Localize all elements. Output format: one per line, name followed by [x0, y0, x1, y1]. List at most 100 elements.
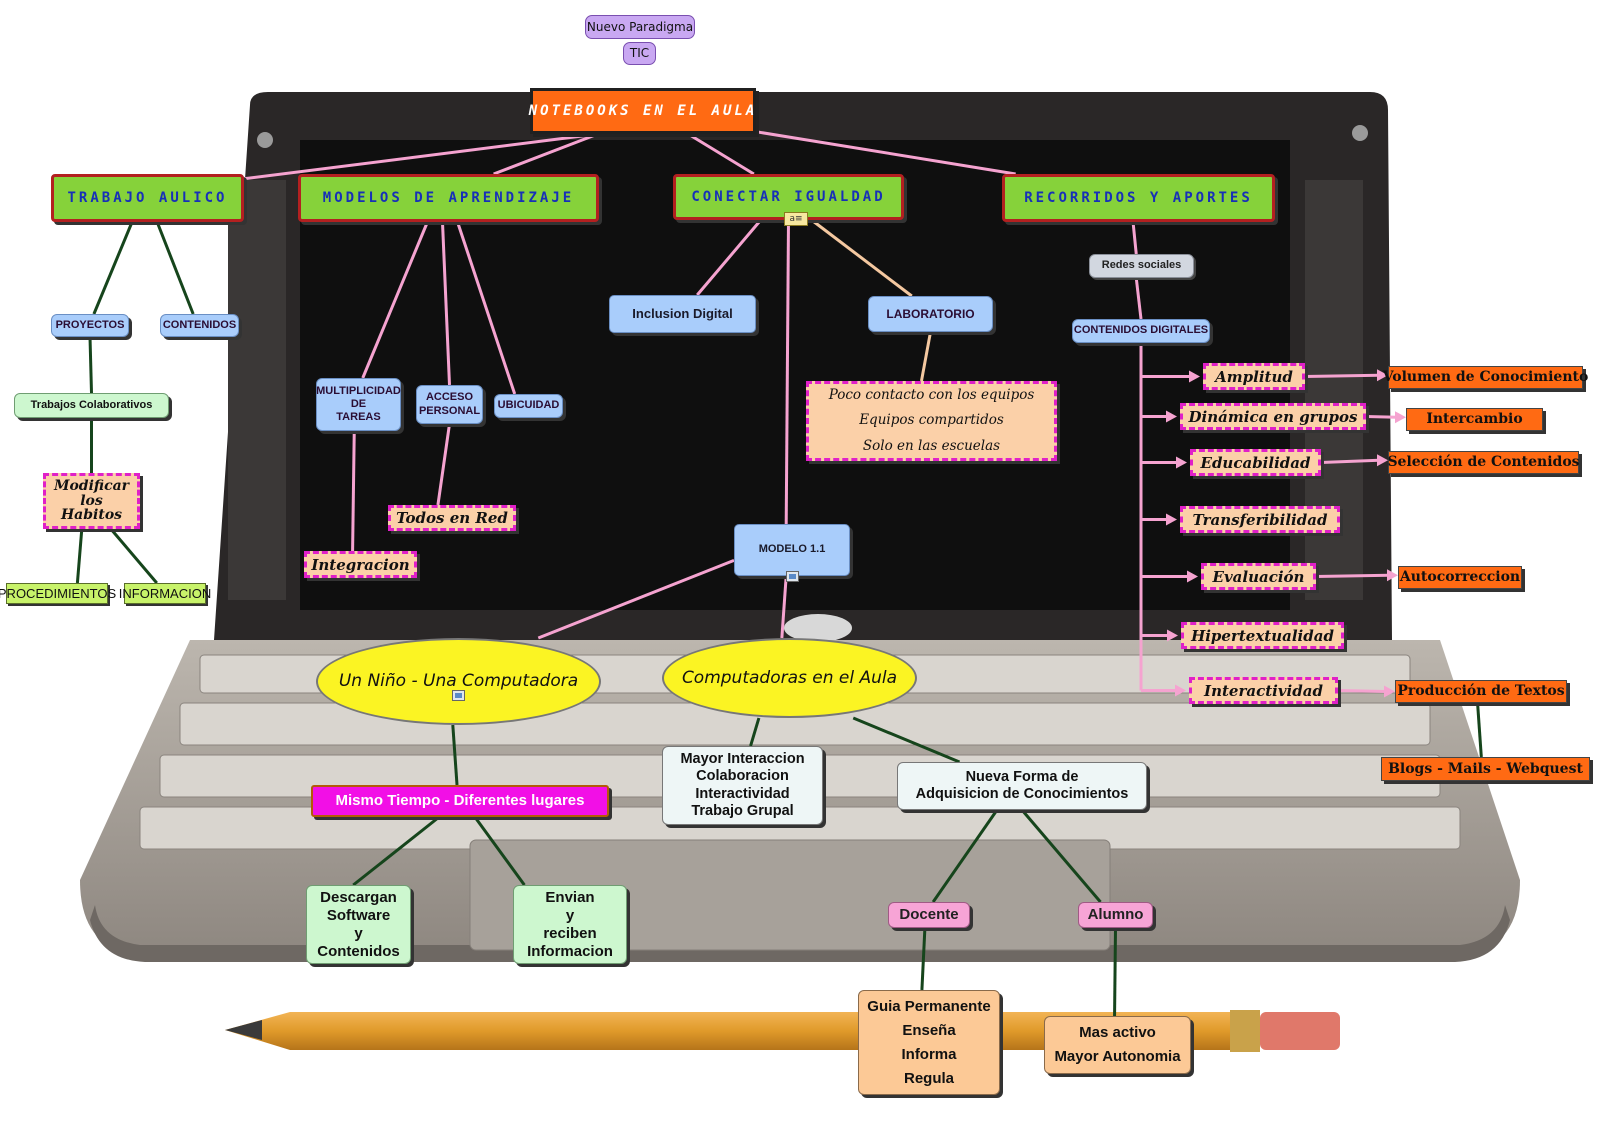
modificar-habitos-node[interactable]: Modificar los Habitos: [43, 473, 140, 529]
arrow-to-produccion: [1337, 689, 1387, 693]
volumen-node[interactable]: Volumen de Conocimiento: [1383, 366, 1588, 389]
acceso-line-2: PERSONAL: [418, 404, 481, 417]
amplitud-node[interactable]: Amplitud: [1203, 363, 1305, 390]
connector-line: [537, 559, 735, 640]
trabajos-colaborativos-node[interactable]: Trabajos Colaborativos: [14, 393, 169, 418]
laboratorio-node[interactable]: LABORATORIO: [868, 296, 993, 332]
acceso-personal-node[interactable]: ACCESO PERSONAL: [416, 385, 483, 424]
computadoras-en-el-aula-node[interactable]: Computadoras en el Aula: [662, 638, 917, 718]
mismo-tiempo-node[interactable]: Mismo Tiempo - Diferentes lugares: [311, 785, 609, 817]
produccion-node[interactable]: Producción de Textos: [1395, 680, 1567, 703]
envian-line-4: Informacion: [527, 942, 613, 960]
docente-roles-node[interactable]: Guia Permanente Enseña Informa Regula: [858, 990, 1000, 1095]
image-icon[interactable]: [786, 571, 799, 582]
mayor-line-4: Trabajo Grupal: [691, 802, 794, 819]
arrow-head: [1384, 685, 1395, 698]
connector-line: [243, 132, 598, 181]
image-icon[interactable]: [452, 690, 465, 701]
blogs-node[interactable]: Blogs - Mails - Webquest: [1381, 757, 1590, 781]
contenidos-node[interactable]: CONTENIDOS: [160, 314, 239, 337]
procedimientos-node[interactable]: PROCEDIMIENTOS: [0, 583, 116, 604]
dinamica-node[interactable]: Dinámica en grupos: [1180, 403, 1366, 430]
docente-item-3: Informa: [901, 1045, 957, 1063]
descargan-line-4: Contenidos: [317, 942, 400, 960]
integracion-node[interactable]: Integracion: [304, 551, 417, 578]
connector-line: [919, 331, 932, 382]
connector-line: [696, 219, 762, 296]
contenidos-digitales-node[interactable]: CONTENIDOS DIGITALES: [1072, 319, 1210, 343]
mayor-line-2: Colaboracion: [696, 768, 789, 785]
alumno-roles-node[interactable]: Mas activo Mayor Autonomia: [1044, 1016, 1191, 1074]
branch-trabajo-aulico[interactable]: TRABAJO AULICO: [51, 174, 244, 222]
descargan-line-1: Descargan: [320, 888, 397, 906]
connector-line: [1134, 277, 1143, 320]
mayor-line-1: Mayor Interaccion: [680, 750, 805, 767]
un-nino-una-computadora-node[interactable]: Un Niño - Una Computadora: [316, 638, 601, 725]
connector-line: [1020, 809, 1102, 903]
multiplicidad-line-2: DE: [350, 397, 367, 410]
connector-line: [810, 218, 913, 298]
connector-line: [155, 221, 195, 315]
todos-en-red-node[interactable]: Todos en Red: [388, 505, 516, 531]
nuevo-paradigma-node[interactable]: Nuevo Paradigma: [585, 15, 695, 39]
nueva-forma-node[interactable]: Nueva Forma de Adquisicion de Conocimien…: [897, 762, 1147, 810]
connector-line: [931, 809, 999, 903]
branch-recorridos-aportes[interactable]: RECORRIDOS Y APORTES: [1002, 174, 1275, 222]
interactividad-node[interactable]: Interactividad: [1189, 677, 1338, 704]
modelo-1-1-node[interactable]: MODELO 1.1: [734, 524, 850, 576]
seleccion-node[interactable]: Selección de Contenidos: [1387, 451, 1580, 474]
alumno-node[interactable]: Alumno: [1078, 902, 1153, 928]
connector-line: [440, 221, 451, 386]
habitos-line-2: los: [80, 492, 103, 509]
envian-line-2: y: [565, 906, 575, 924]
multiplicidad-node[interactable]: MULTIPLICIDAD DE TAREAS: [316, 378, 401, 431]
nueva-forma-line-2: Adquisicion de Conocimientos: [915, 786, 1129, 802]
autocorreccion-node[interactable]: Autocorreccion: [1398, 566, 1522, 589]
lab-item-3: Solo en las escuelas: [862, 437, 1001, 454]
arrow-head: [1387, 569, 1398, 582]
ubicuidad-node[interactable]: UBICUIDAD: [494, 394, 563, 418]
educabilidad-node[interactable]: Educabilidad: [1190, 449, 1321, 476]
tic-node[interactable]: TIC: [623, 42, 656, 65]
descargan-node[interactable]: Descargan Software y Contenidos: [306, 885, 411, 964]
branch-modelos-aprendizaje[interactable]: MODELOS DE APRENDIZAJE: [298, 174, 599, 222]
connector-line: [687, 132, 755, 176]
proyectos-node[interactable]: PROYECTOS: [51, 314, 129, 337]
transferibilidad-node[interactable]: Transferibilidad: [1180, 506, 1340, 533]
redes-sociales-node[interactable]: Redes sociales: [1089, 254, 1194, 278]
docente-node[interactable]: Docente: [888, 902, 970, 928]
arrow-head: [1167, 629, 1178, 642]
envian-line-3: reciben: [543, 924, 597, 942]
mayor-line-3: Interactividad: [695, 785, 790, 802]
habitos-line-3: Habitos: [60, 507, 123, 524]
acceso-line-1: ACCESO: [425, 391, 474, 404]
connector-line: [436, 423, 451, 506]
connector-line: [351, 430, 356, 552]
connector-line: [88, 336, 93, 394]
connector-line: [749, 717, 761, 747]
evaluacion-node[interactable]: Evaluación: [1201, 563, 1316, 590]
alumno-item-2: Mayor Autonomia: [1054, 1048, 1181, 1065]
arrow-to-volumen: [1304, 373, 1380, 378]
inclusion-digital-node[interactable]: Inclusion Digital: [609, 295, 756, 333]
arrow-head: [1377, 454, 1388, 467]
title-node[interactable]: NOTEBOOKS EN EL AULA: [529, 88, 756, 134]
intercambio-node[interactable]: Intercambio: [1406, 408, 1543, 431]
connector-line: [361, 221, 429, 379]
connector-line: [473, 816, 526, 886]
connector-line: [92, 221, 134, 315]
note-icon[interactable]: a≡: [784, 212, 808, 226]
docente-item-1: Guia Permanente: [867, 997, 991, 1015]
laboratorio-details-node[interactable]: Poco contacto con los equipos Equipos co…: [806, 381, 1057, 461]
envian-node[interactable]: Envian y reciben Informacion: [513, 885, 627, 964]
connector-line: [109, 528, 158, 584]
arrow-head: [1377, 369, 1388, 382]
connector-line: [1131, 221, 1138, 255]
alumno-item-1: Mas activo: [1079, 1024, 1156, 1041]
arrow-to-seleccion: [1320, 458, 1380, 464]
mayor-interaccion-node[interactable]: Mayor Interaccion Colaboracion Interacti…: [662, 746, 823, 825]
hipertextualidad-node[interactable]: Hipertextualidad: [1181, 622, 1344, 649]
informacion-node[interactable]: INFORMACION: [119, 583, 211, 604]
multiplicidad-line-3: TAREAS: [336, 411, 381, 424]
